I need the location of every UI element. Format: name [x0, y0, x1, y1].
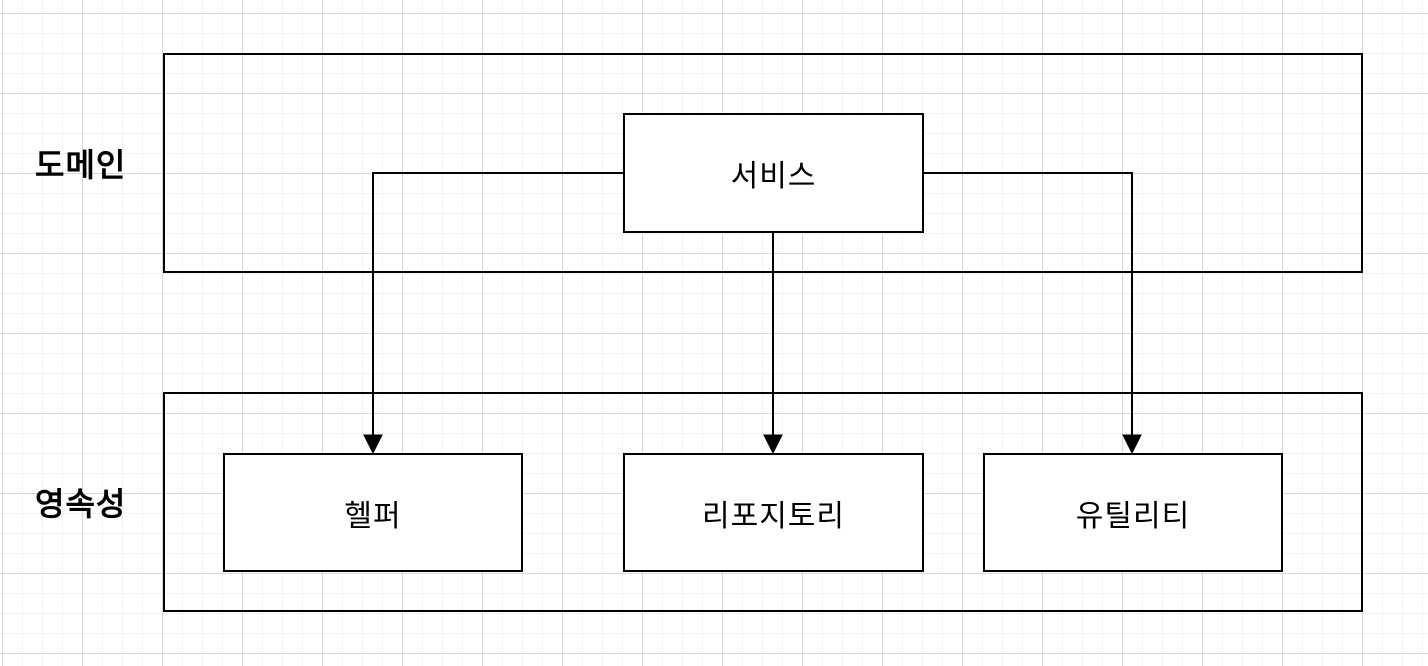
lane-persistence[interactable] — [163, 392, 1363, 612]
edge-service-to-utility[interactable] — [924, 172, 1133, 436]
node-repository-label: 리포지토리 — [702, 499, 845, 533]
lane-persistence-label: 영속성 — [35, 486, 127, 522]
node-helper[interactable]: 헬퍼 — [223, 453, 523, 572]
node-repository[interactable]: 리포지토리 — [623, 453, 924, 572]
lane-domain[interactable] — [163, 53, 1363, 273]
arrowhead-service-to-helper-icon — [363, 434, 383, 455]
lane-domain-label: 도메인 — [35, 147, 127, 183]
node-service-label: 서비스 — [730, 160, 817, 193]
edge-service-to-helper[interactable] — [372, 172, 623, 436]
node-utility-label: 유틸리티 — [1075, 499, 1191, 533]
node-service[interactable]: 서비스 — [623, 113, 924, 233]
node-utility[interactable]: 유틸리티 — [983, 453, 1283, 572]
arrowhead-service-to-repository-icon — [763, 434, 783, 455]
arrowhead-service-to-utility-icon — [1122, 434, 1142, 455]
node-helper-label: 헬퍼 — [344, 499, 402, 533]
